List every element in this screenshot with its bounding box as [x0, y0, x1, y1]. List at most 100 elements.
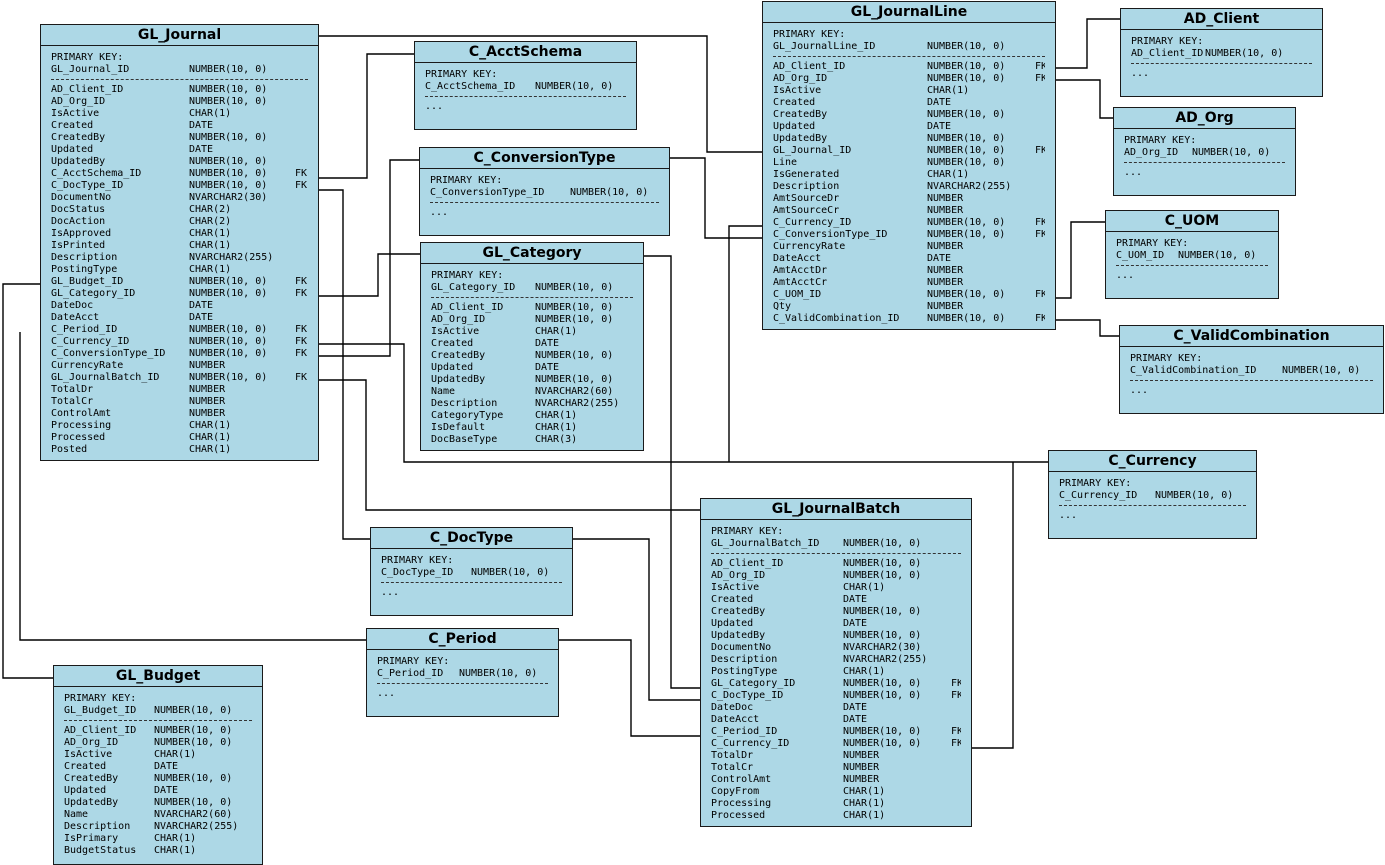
separator [1116, 265, 1268, 266]
primary-key-label: PRIMARY KEY: [430, 175, 503, 186]
column-key: FK [951, 678, 961, 689]
column-name: AD_Org_ID [773, 73, 828, 84]
column-type: DATE [535, 338, 560, 349]
column-name: GL_JournalBatch_ID [711, 538, 820, 549]
column-type: NUMBER(10, 0) [1205, 48, 1284, 59]
column-type: DATE [154, 785, 179, 796]
column-name: Created [711, 594, 754, 605]
column-type: NVARCHAR2(60) [535, 386, 614, 397]
column-type: CHAR(1) [154, 845, 197, 856]
column-key: FK [1035, 73, 1045, 84]
column-type: NUMBER(10, 0) [927, 313, 1006, 324]
entity-title: GL_JournalBatch [701, 499, 971, 520]
column-name: AmtSourceDr [773, 193, 840, 204]
separator [773, 56, 1045, 57]
column-row: AD_Client_ID NUMBER(10, 0) [711, 558, 961, 570]
column-name: IsPrimary [64, 833, 119, 844]
separator [1130, 380, 1373, 381]
column-type: NUMBER(10, 0) [535, 314, 614, 325]
column-type: NVARCHAR2(255) [154, 821, 239, 832]
column-name: UpdatedBy [51, 156, 106, 167]
column-type: NUMBER [189, 360, 226, 371]
entity-title: C_Currency [1049, 451, 1256, 472]
entity-title: AD_Org [1114, 108, 1295, 129]
primary-key-label: PRIMARY KEY: [1124, 135, 1197, 146]
column-type: DATE [927, 121, 952, 132]
column-type: NUMBER(10, 0) [927, 41, 1006, 52]
entity-title: GL_JournalLine [763, 2, 1055, 23]
primary-key-label: PRIMARY KEY: [1116, 238, 1189, 249]
column-name: ControlAmt [51, 408, 112, 419]
primary-key-label: PRIMARY KEY: [381, 555, 454, 566]
column-type: NUMBER(10, 0) [189, 276, 268, 287]
separator [425, 96, 626, 97]
column-name: Description [51, 252, 118, 263]
ellipsis: ... [1131, 68, 1150, 79]
column-type: NUMBER(10, 0) [843, 558, 922, 569]
column-type: NUMBER(10, 0) [154, 705, 233, 716]
column-type: NUMBER(10, 0) [154, 773, 233, 784]
column-type: NUMBER(10, 0) [154, 737, 233, 748]
entity-title: C_ValidCombination [1120, 326, 1383, 347]
column-name: AmtAcctDr [773, 265, 828, 276]
entity-title: C_DocType [371, 528, 572, 549]
column-name: IsDefault [431, 422, 486, 433]
column-name: AD_Client_ID [64, 725, 137, 736]
column-type: NUMBER [843, 774, 880, 785]
column-name: AD_Client_ID [711, 558, 784, 569]
column-name: AD_Client_ID [1131, 48, 1204, 59]
rel-batch-doctype [572, 538, 701, 701]
rel-batch-period [558, 639, 701, 737]
column-name: IsGenerated [773, 169, 840, 180]
column-key: FK [1035, 61, 1045, 72]
column-type: CHAR(2) [189, 216, 232, 227]
column-type: NUMBER(10, 0) [1155, 490, 1234, 501]
column-type: DATE [189, 120, 214, 131]
column-name: Processed [711, 810, 766, 821]
column-type: NUMBER [189, 384, 226, 395]
entity-title: C_AcctSchema [415, 42, 636, 63]
column-name: Updated [51, 144, 94, 155]
column-type: NUMBER(10, 0) [189, 64, 268, 75]
column-name: C_DocType_ID [381, 567, 454, 578]
column-type: DATE [189, 312, 214, 323]
column-name: GL_Journal_ID [51, 64, 130, 75]
column-type: NUMBER(10, 0) [189, 336, 268, 347]
primary-key-label: PRIMARY KEY: [711, 526, 784, 537]
column-type: DATE [927, 97, 952, 108]
primary-key-row: GL_Journal_ID NUMBER(10, 0) [51, 64, 308, 76]
entity-title: C_ConversionType [420, 148, 669, 169]
column-type: DATE [189, 144, 214, 155]
column-type: NUMBER(10, 0) [927, 73, 1006, 84]
column-type: CHAR(1) [189, 444, 232, 455]
column-type: NUMBER(10, 0) [1282, 365, 1361, 376]
column-name: Processed [51, 432, 106, 443]
rel-journal-acctschema [318, 53, 415, 179]
column-type: CHAR(1) [535, 410, 578, 421]
column-type: DATE [843, 714, 868, 725]
column-name: PostingType [51, 264, 118, 275]
column-type: DATE [154, 761, 179, 772]
rel-batch-currency [971, 462, 1014, 749]
